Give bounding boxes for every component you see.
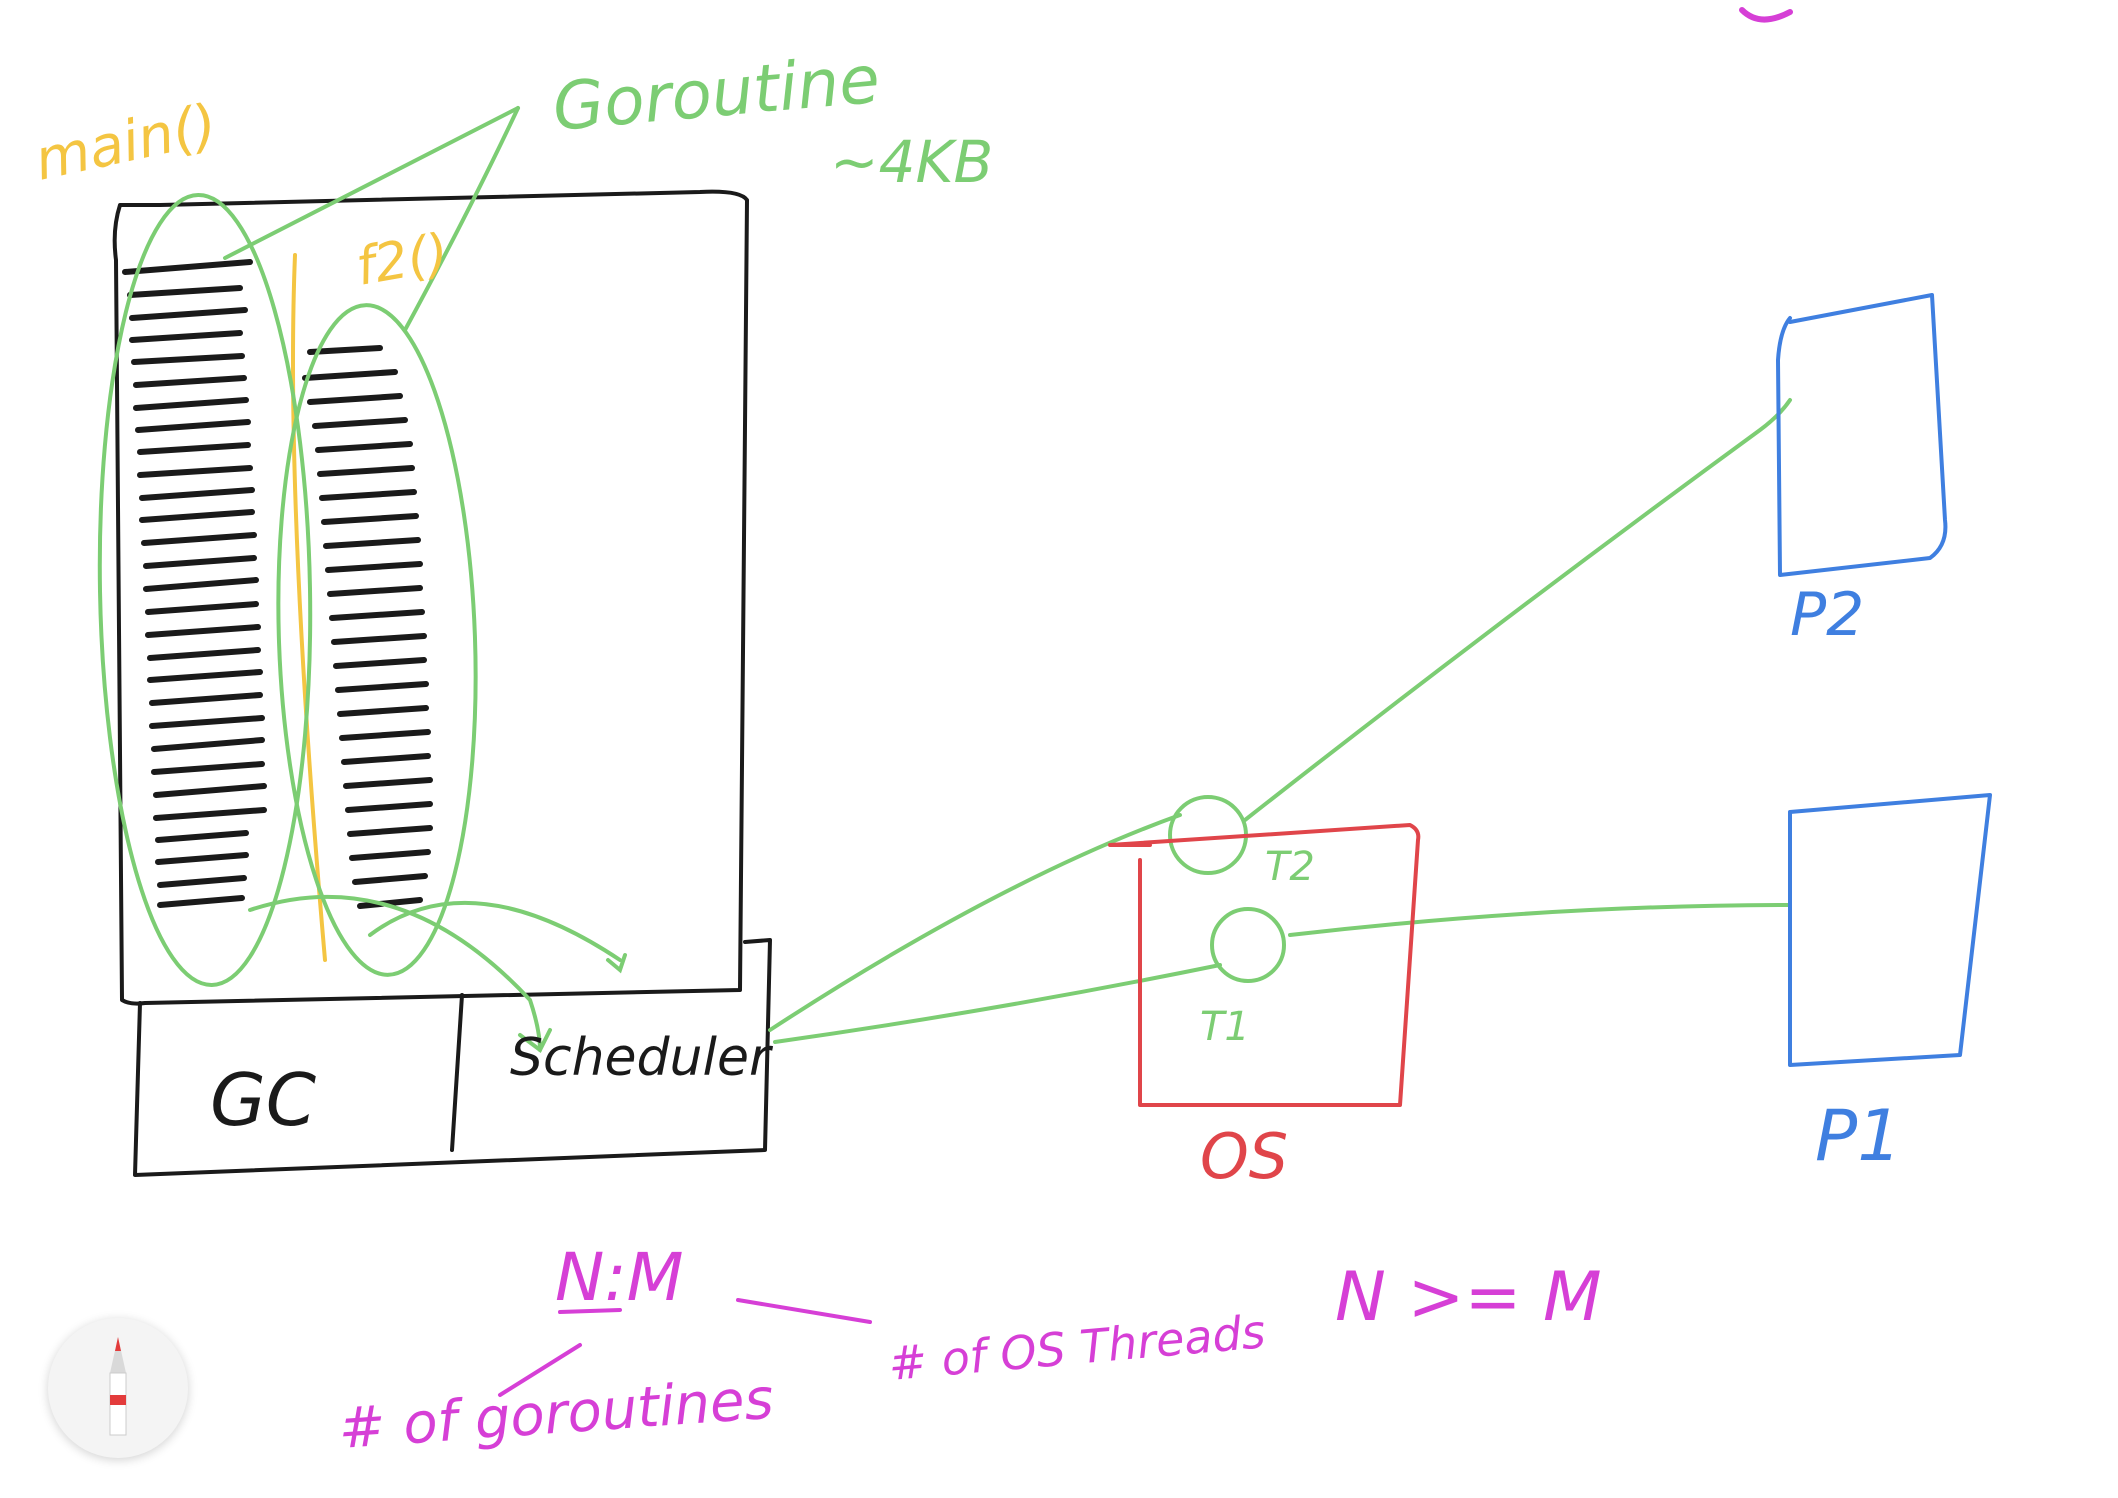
- p2-box: [1776, 293, 1948, 577]
- ratio-m-description: # of OS Threads: [886, 1304, 1267, 1391]
- processor-boxes: [1776, 293, 1992, 1067]
- t2-label: T2: [1265, 844, 1315, 890]
- ratio-pointer-n: [498, 1343, 582, 1397]
- runtime-box: [112, 189, 772, 1177]
- pencil-icon: [109, 1337, 127, 1436]
- edge-stroke: [1739, 7, 1793, 23]
- goroutine-outlines: [97, 106, 1792, 1054]
- gc-label: GC: [210, 1058, 317, 1142]
- f2-fn-label: f2(): [352, 223, 453, 298]
- inequality-label: N >= M: [1335, 1258, 1602, 1337]
- stack-main-lines: [122, 259, 267, 908]
- p2-label: P2: [1790, 580, 1864, 650]
- p1-label: P1: [1815, 1095, 1902, 1177]
- runtime-divider: [450, 993, 464, 1152]
- p1-box: [1788, 793, 1992, 1067]
- runtime-bottom-bar: [133, 938, 772, 1177]
- stack-separator: [291, 253, 327, 962]
- stack-f2-lines: [302, 345, 433, 909]
- pencil-tool-button[interactable]: [48, 1318, 188, 1458]
- goroutine-size-label: ~4KB: [830, 128, 993, 196]
- os-label: OS: [1200, 1120, 1288, 1193]
- ratio-label: N:M: [555, 1239, 684, 1316]
- scheduler-label: Scheduler: [510, 1028, 774, 1088]
- os-box: [1108, 823, 1421, 1107]
- ratio-underline-n: [558, 1298, 872, 1324]
- t1-label: T1: [1200, 1004, 1250, 1050]
- main-fn-label: main(): [29, 92, 222, 194]
- ratio-n-description: # of goroutines: [336, 1367, 775, 1462]
